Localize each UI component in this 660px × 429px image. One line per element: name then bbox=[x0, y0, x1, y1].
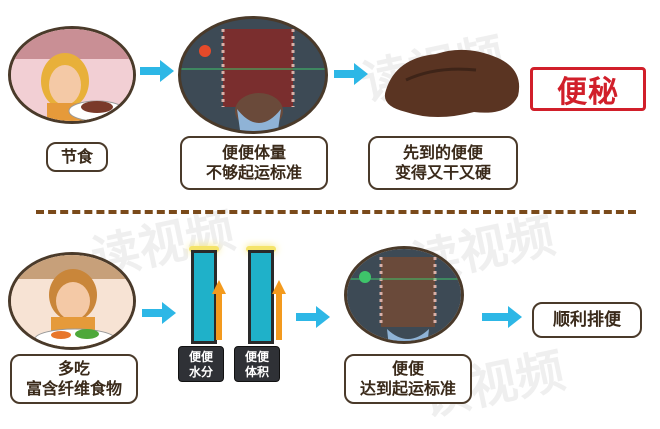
intestine-small-stool-illustration bbox=[178, 16, 328, 134]
arrow-right-icon bbox=[334, 63, 368, 85]
label-stool-volume: 便便体量 不够起运标准 bbox=[180, 136, 328, 190]
arrow-right-icon bbox=[140, 60, 174, 82]
section-divider bbox=[36, 210, 636, 214]
intestine-full-stool-illustration bbox=[344, 246, 464, 344]
label-line: 便便体量 bbox=[221, 143, 286, 162]
label-line: 不够起运标准 bbox=[205, 163, 302, 182]
label-line: 便便 bbox=[391, 359, 424, 378]
hard-stool-illustration bbox=[384, 49, 520, 117]
label-smooth-bowel: 顺利排便 bbox=[532, 302, 642, 338]
person-eating-vegetables-illustration bbox=[8, 252, 136, 350]
tag-line: 水分 bbox=[188, 365, 213, 379]
label-diet: 节食 bbox=[46, 142, 108, 172]
tag-line: 便便 bbox=[244, 350, 269, 364]
label-line: 先到的便便 bbox=[402, 143, 483, 162]
label-line: 多吃 bbox=[57, 359, 90, 378]
label-stool-meets-standard: 便便 达到起运标准 bbox=[344, 354, 472, 404]
water-content-tube bbox=[191, 250, 217, 344]
arrow-right-icon bbox=[142, 302, 176, 324]
label-dry-hard-stool: 先到的便便 变得又干又硬 bbox=[368, 136, 518, 190]
tag-stool-water: 便便 水分 bbox=[178, 346, 224, 382]
label-smooth-bowel-text: 顺利排便 bbox=[553, 310, 621, 330]
tag-line: 便便 bbox=[188, 350, 213, 364]
label-line: 变得又干又硬 bbox=[394, 163, 491, 182]
constipation-badge: 便秘 bbox=[530, 67, 646, 111]
arrow-up-icon bbox=[272, 280, 286, 340]
person-eating-steak-illustration bbox=[8, 26, 136, 124]
label-line: 富含纤维食物 bbox=[25, 379, 122, 398]
arrow-right-icon bbox=[482, 306, 522, 328]
label-diet-text: 节食 bbox=[60, 147, 93, 166]
label-high-fiber: 多吃 富含纤维食物 bbox=[10, 354, 138, 404]
tag-stool-volume: 便便 体积 bbox=[234, 346, 280, 382]
label-line: 达到起运标准 bbox=[359, 379, 456, 398]
tag-line: 体积 bbox=[244, 365, 269, 379]
tube-glow bbox=[189, 246, 219, 252]
volume-tube bbox=[248, 250, 274, 344]
arrow-right-icon bbox=[296, 306, 330, 328]
arrow-up-icon bbox=[212, 280, 226, 340]
tube-glow bbox=[246, 246, 276, 252]
